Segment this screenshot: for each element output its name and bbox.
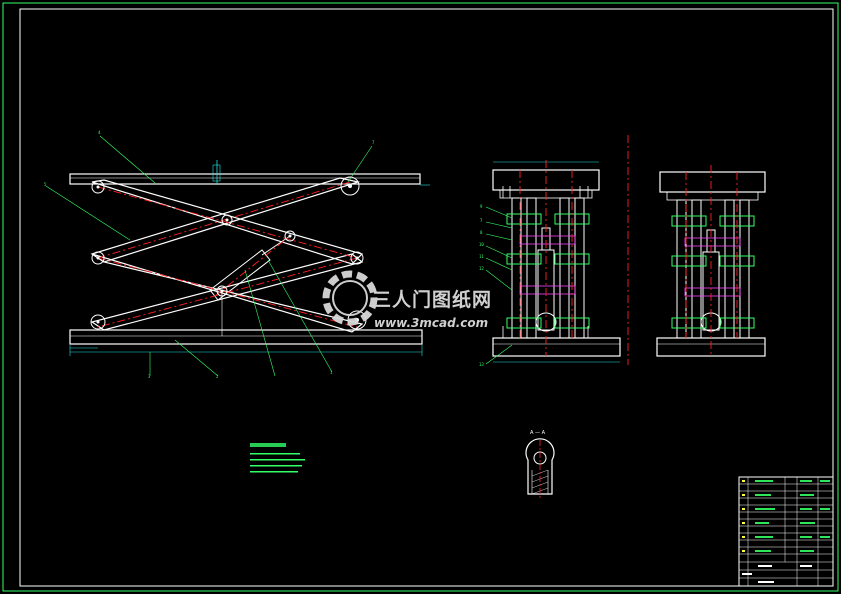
scissor-arm-lower-a [91,253,364,333]
side-view-right [656,165,766,357]
pivot-bottom-left [90,314,106,330]
balloon-side-3: 8 [480,230,483,235]
balloon-side-7: 13 [479,362,484,367]
pivot-mid-left [91,251,105,265]
side-view-left: 9 7 8 10 11 12 13 [479,135,629,367]
balloon-side-4: 10 [479,242,484,247]
top-platform [69,173,421,185]
watermark-gear-icon [322,270,378,326]
balloon-front-5: 2 [216,374,219,379]
scissor-arm-lower-b [90,253,364,331]
title-block [738,476,834,587]
inner-border [19,8,834,587]
balloon-front-4: 3 [148,374,151,379]
front-balloon-labels: 4 5 7 3 2 1 [44,130,375,379]
balloon-side-6: 12 [479,266,484,271]
balloon-side-2: 7 [480,218,483,223]
pivot-top-left [91,180,105,194]
front-view: 4 5 7 3 2 1 [44,130,430,379]
balloon-front-2: 5 [44,182,47,187]
roller-top-right [340,176,360,196]
technical-notes [250,443,305,473]
balloon-side-5: 11 [479,254,484,259]
section-label: A — A [530,430,546,436]
pivot-mid-right [350,251,364,265]
base-frame [69,329,423,345]
section-a-a: A — A [525,430,555,500]
balloon-front-1: 4 [98,130,101,135]
hydraulic-cylinder [209,249,271,301]
pivot-cylinder-top [284,230,296,242]
watermark-brand: 三人门图纸网 [372,288,492,311]
watermark: 三人门图纸网 www.3mcad.com [322,270,492,330]
balloon-front-3: 7 [372,140,375,145]
balloon-front-6: 1 [330,370,333,375]
side-balloon-labels: 9 7 8 10 11 12 13 [479,204,484,367]
pivot-center-upper [221,214,233,226]
balloon-side-1: 9 [480,204,483,209]
watermark-url: www.3mcad.com [374,316,488,330]
side-base [492,337,621,357]
